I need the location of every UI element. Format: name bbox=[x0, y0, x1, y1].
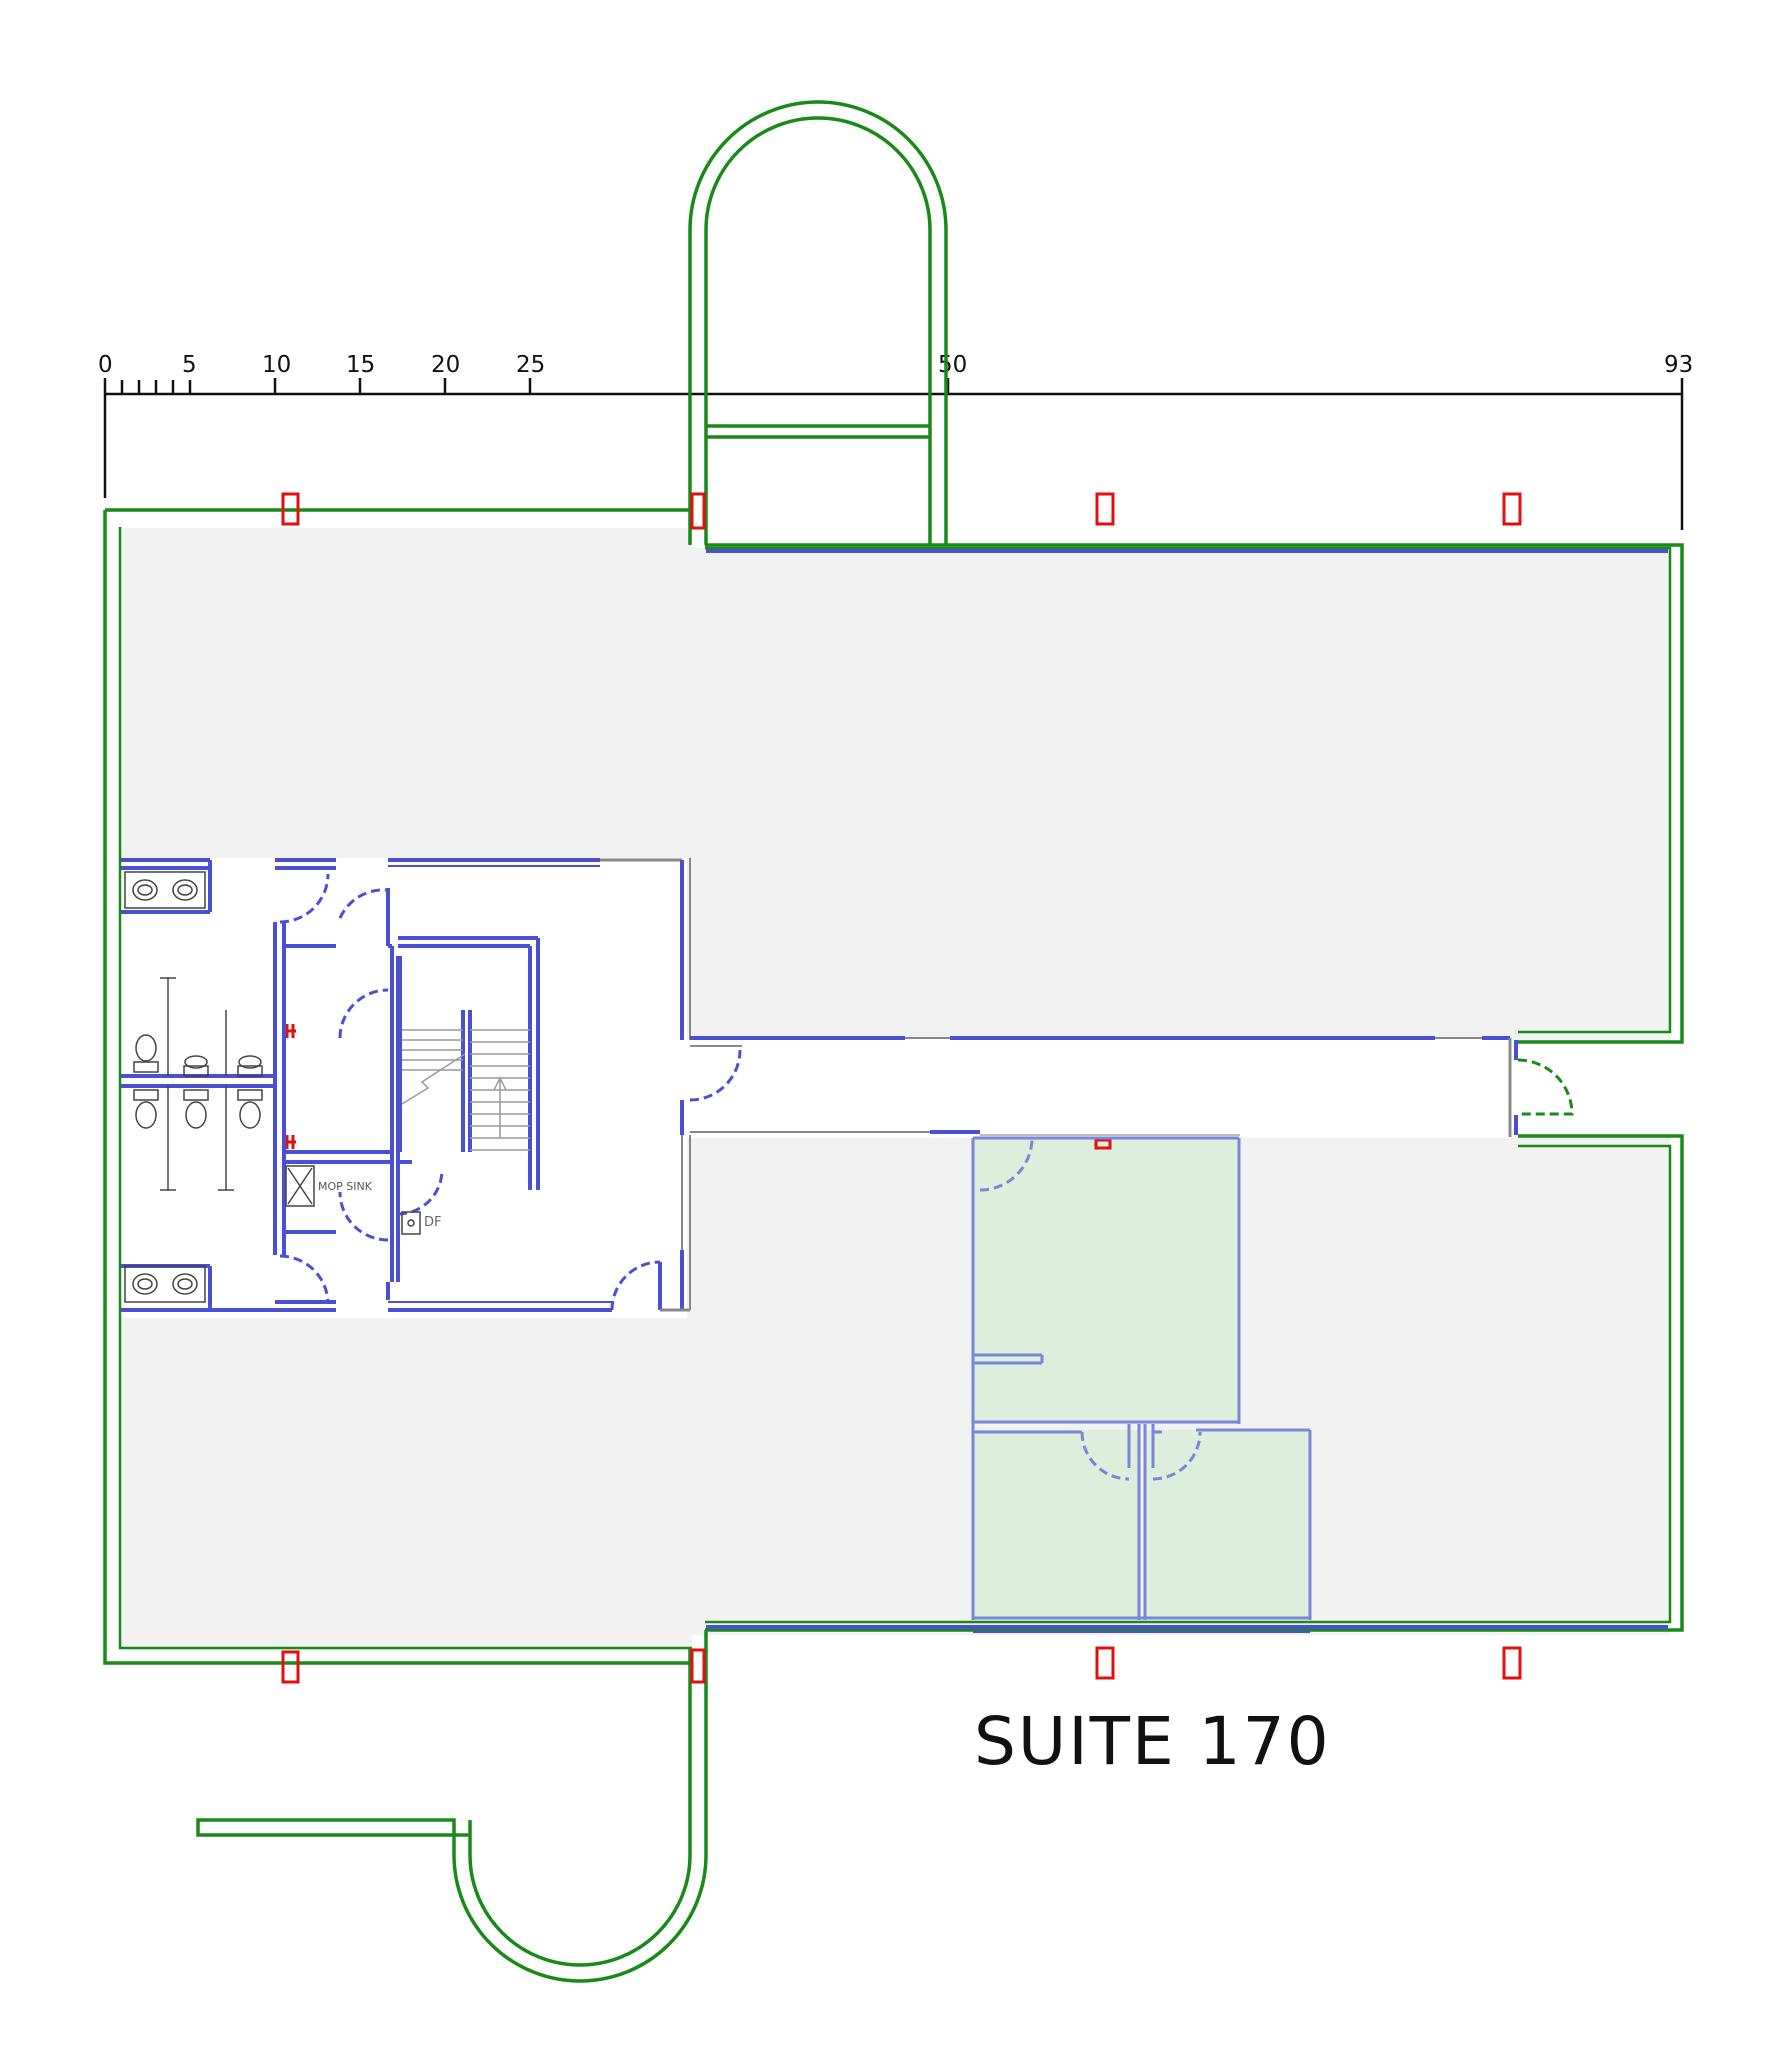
corridor-area bbox=[686, 1038, 1512, 1138]
mop-sink-label: MOP SINK bbox=[318, 1180, 373, 1193]
mop-sink-icon bbox=[285, 1165, 315, 1207]
drinking-fountain-label: DF bbox=[424, 1215, 442, 1230]
scale-tick-50: 50 bbox=[938, 352, 967, 378]
toilet-icon bbox=[135, 1034, 157, 1062]
scale-tick-93: 93 bbox=[1664, 352, 1693, 378]
scale-tick-25: 25 bbox=[516, 352, 545, 378]
exit-door bbox=[1517, 1058, 1574, 1116]
sink-icon bbox=[124, 871, 206, 909]
doors bbox=[279, 873, 1202, 1481]
office-walls bbox=[971, 1136, 1312, 1620]
office-2 bbox=[973, 1430, 1139, 1618]
sink-icon bbox=[124, 1265, 206, 1303]
suite-label: SUITE 170 bbox=[974, 1703, 1331, 1780]
scale-tick-0: 0 bbox=[98, 352, 113, 378]
drinking-fountain-icon bbox=[401, 1211, 421, 1235]
columns bbox=[281, 492, 1522, 1684]
glazing bbox=[706, 549, 1668, 1633]
stairs bbox=[401, 1029, 530, 1151]
floor-areas bbox=[120, 528, 1670, 1652]
exterior-walls bbox=[103, 508, 1684, 1665]
scale-tick-15: 15 bbox=[346, 352, 375, 378]
scale-tick-10: 10 bbox=[262, 352, 291, 378]
top-arch-walkway bbox=[688, 100, 948, 545]
scale-tick-20: 20 bbox=[431, 352, 460, 378]
office-1 bbox=[973, 1138, 1239, 1424]
scale-bar bbox=[103, 378, 1684, 530]
bottom-curved-walkway bbox=[196, 1630, 708, 1983]
office-3 bbox=[1145, 1430, 1309, 1618]
scale-tick-5: 5 bbox=[182, 352, 197, 378]
corridor-walls bbox=[690, 1036, 1518, 1137]
restroom-fixtures bbox=[124, 871, 421, 1303]
